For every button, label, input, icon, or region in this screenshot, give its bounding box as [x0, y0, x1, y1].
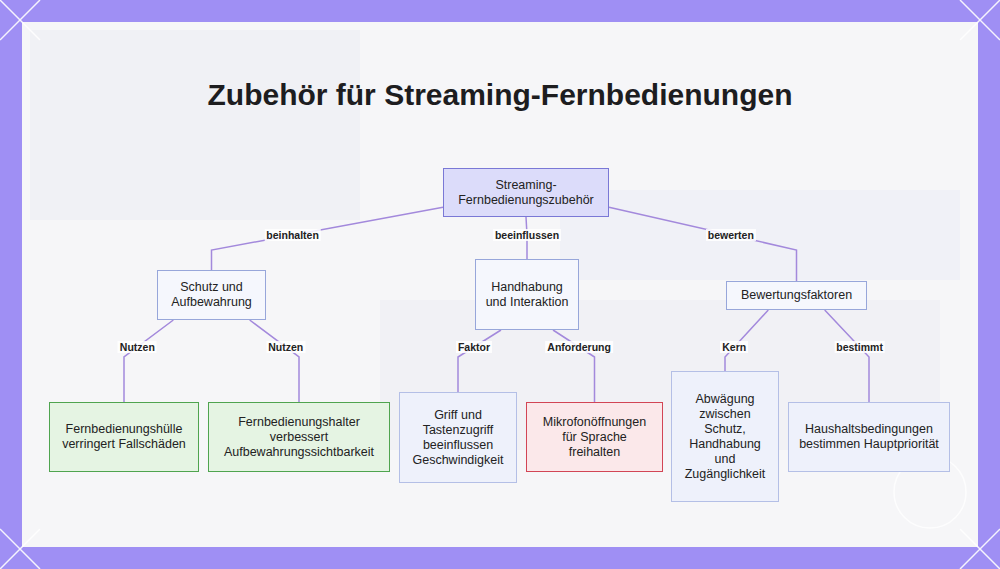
detail-box: Haushaltsbedingungen bestimmen Hauptprio…	[788, 402, 950, 472]
edge-label: Faktor	[456, 341, 492, 353]
category-box: Schutz und Aufbewahrung	[157, 270, 266, 320]
edge-label: Nutzen	[266, 341, 305, 353]
category-box: Bewertungsfaktoren	[726, 281, 867, 310]
connector-line	[458, 330, 501, 392]
connector-line	[124, 320, 173, 402]
connector-line	[609, 207, 797, 281]
node-text-group: Handhabung und Interaktion	[484, 280, 570, 310]
node-text-group: Fernbedienungshalter verbessert Aufbewah…	[217, 415, 381, 460]
node-text: Fernbedienungshalter verbessert Aufbewah…	[217, 415, 381, 460]
edge-label: bewerten	[706, 229, 756, 241]
node-text: Schutz und Aufbewahrung	[166, 280, 257, 310]
node-text: Bewertungsfaktoren	[741, 288, 852, 303]
edge-label: Nutzen	[118, 341, 157, 353]
node-text-group: Fernbedienungshülle verringert Fallschäd…	[58, 422, 190, 452]
edge-label: Anforderung	[545, 341, 613, 353]
blur-block	[30, 30, 360, 220]
node-text-group: Griff und Tastenzugriff beeinflussen Ges…	[408, 408, 508, 468]
connector-line	[250, 320, 299, 402]
node-text-group: Bewertungsfaktoren	[741, 288, 852, 303]
node-text-group: Mikrofonöffnungen für Sprache freihalten	[535, 415, 654, 460]
edge-label: beinhalten	[264, 229, 321, 241]
edge-label: bestimmt	[834, 341, 885, 353]
edge-label: beeinflussen	[493, 229, 561, 241]
detail-box: Fernbedienungshülle verringert Fallschäd…	[49, 402, 199, 472]
node-text: Abwägung zwischen Schutz, Handhabung und…	[680, 392, 770, 482]
detail-box: Mikrofonöffnungen für Sprache freihalten	[526, 402, 663, 472]
diagram-title: Zubehör für Streaming-Fernbedienungen	[0, 78, 1000, 112]
node-text: Haushaltsbedingungen bestimmen Hauptprio…	[797, 422, 941, 452]
root-box: Streaming-Fernbedienungszubehör	[443, 168, 609, 217]
detail-box: Griff und Tastenzugriff beeinflussen Ges…	[399, 392, 517, 483]
connector-line	[825, 310, 869, 402]
node-text-group: Abwägung zwischen Schutz, Handhabung und…	[680, 392, 770, 482]
edge-label: Kern	[720, 341, 748, 353]
blur-block	[560, 190, 960, 280]
node-text: Handhabung und Interaktion	[484, 280, 570, 310]
node-text: Streaming-Fernbedienungszubehör	[452, 178, 600, 208]
detail-box: Abwägung zwischen Schutz, Handhabung und…	[671, 371, 779, 502]
node-text: Fernbedienungshülle verringert Fallschäd…	[58, 422, 190, 452]
node-text-group: Streaming-Fernbedienungszubehör	[452, 178, 600, 208]
connector-line	[212, 207, 444, 270]
detail-box: Fernbedienungshalter verbessert Aufbewah…	[208, 402, 390, 472]
node-text: Griff und Tastenzugriff beeinflussen Ges…	[408, 408, 508, 468]
node-text-group: Haushaltsbedingungen bestimmen Hauptprio…	[797, 422, 941, 452]
category-box: Handhabung und Interaktion	[475, 259, 579, 330]
node-text: Mikrofonöffnungen für Sprache freihalten	[535, 415, 654, 460]
node-text-group: Schutz und Aufbewahrung	[166, 280, 257, 310]
